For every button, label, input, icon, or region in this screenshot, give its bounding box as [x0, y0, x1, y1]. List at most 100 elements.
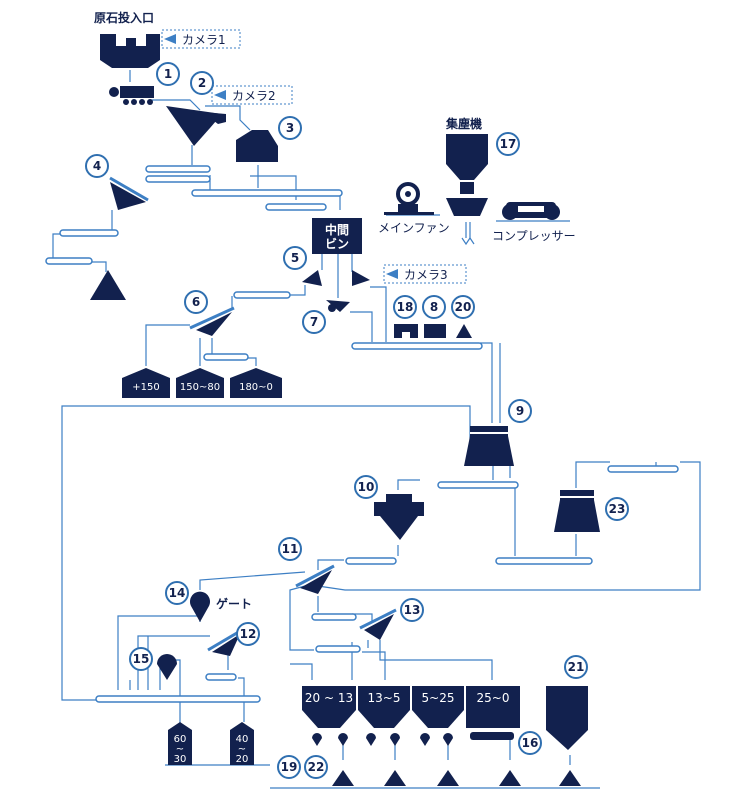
- crusher-7: [326, 300, 350, 312]
- conveyor-belt: [311, 613, 357, 621]
- product-pile-60-30: [168, 722, 192, 765]
- product-pile-180-0: [230, 368, 282, 398]
- product-label-180-0: 180~0: [239, 382, 273, 393]
- crusher-7-wheel: [328, 304, 336, 312]
- marker-2-text: 2: [198, 76, 206, 90]
- bin-5-25: [412, 686, 464, 728]
- feeder-16: [470, 732, 514, 740]
- marker-21: 21: [564, 655, 588, 679]
- camera-3-label: カメラ3: [404, 268, 448, 282]
- camera-1-label: カメラ1: [182, 33, 226, 47]
- marker-3-text: 3: [286, 121, 294, 135]
- marker-14-text: 14: [169, 586, 186, 600]
- conveyor-belt: [145, 165, 211, 173]
- conveyor-belt: [59, 229, 119, 237]
- compressor: [502, 202, 560, 220]
- screen-deck: [359, 608, 397, 630]
- marker-13: 13: [400, 598, 424, 622]
- marker-15-text: 15: [133, 652, 150, 666]
- crusher-23: [554, 490, 600, 532]
- discharge-gate: [443, 733, 453, 746]
- marker-16: 16: [518, 731, 542, 755]
- bin-25-0: [466, 686, 520, 728]
- screen-deck: [295, 564, 335, 588]
- marker-6-text: 6: [192, 295, 200, 309]
- marker-1-text: 1: [164, 67, 172, 81]
- marker-12-text: 12: [240, 627, 257, 641]
- gate-label: ゲート: [216, 596, 252, 611]
- camera-1-marker: カメラ1: [161, 29, 241, 49]
- pile-40-20-bot: 20: [236, 754, 249, 765]
- stockpile: [90, 270, 126, 300]
- marker-3: 3: [278, 116, 302, 140]
- crusher-23-band: [560, 496, 594, 498]
- marker-23-text: 23: [609, 502, 626, 516]
- bin-13-5: [358, 686, 410, 728]
- screen-deck: [109, 176, 149, 202]
- marker-2: 2: [190, 71, 214, 95]
- product-pile-40-20: [230, 722, 254, 765]
- camera-2-marker: カメラ2: [211, 85, 293, 105]
- conveyor-belt: [437, 481, 519, 489]
- conveyor-belt: [607, 465, 679, 473]
- screen-12: [212, 634, 240, 656]
- marker-20: 20: [451, 295, 475, 319]
- marker-22-text: 22: [308, 760, 325, 774]
- screen-11: [300, 570, 332, 594]
- output-pile: [384, 770, 406, 786]
- marker-4-text: 4: [93, 159, 101, 173]
- pile-60-30-bot: 30: [174, 754, 187, 765]
- conveyor-belt: [95, 695, 261, 703]
- conveyor-belt: [145, 175, 211, 183]
- screen-deck: [189, 306, 235, 330]
- raw-stone-hopper: [100, 34, 160, 68]
- marker-1: 1: [156, 62, 180, 86]
- marker-19-text: 19: [281, 760, 298, 774]
- conveyor-belt: [205, 673, 237, 681]
- conveyor-belt: [315, 645, 361, 653]
- discharge-gate: [338, 733, 348, 746]
- conveyor-belt: [191, 189, 343, 197]
- marker-10-text: 10: [358, 480, 375, 494]
- crusher-feed-chute: [202, 112, 226, 124]
- screen-4: [110, 182, 146, 210]
- product-pile-150-80: [176, 368, 224, 398]
- marker-4: 4: [85, 154, 109, 178]
- marker-23: 23: [605, 497, 629, 521]
- intermediate-bin-label-1: 中間: [325, 222, 349, 237]
- bin-label-13-5: 13~5: [368, 691, 401, 705]
- product-label-150: +150: [132, 382, 159, 393]
- bin-20-13: [302, 686, 356, 728]
- marker-18: 18: [393, 295, 417, 319]
- discharge-gate: [390, 733, 400, 746]
- marker-13-text: 13: [404, 603, 421, 617]
- marker-7-text: 7: [310, 315, 318, 329]
- pile-40-20-top: 40: [236, 734, 249, 745]
- conveyor-belt: [495, 557, 593, 565]
- marker-11: 11: [278, 537, 302, 561]
- marker-8: 8: [422, 295, 446, 319]
- marker-22: 22: [304, 755, 328, 779]
- marker-11-text: 11: [282, 542, 299, 556]
- pile-60-30-top: 60: [174, 734, 187, 745]
- intermediate-bin-label-2: ビン: [325, 236, 349, 251]
- feeder-5b: [352, 270, 370, 286]
- primary-jaw-crusher: [166, 106, 222, 146]
- screen-6: [196, 312, 232, 336]
- marker-17-text: 17: [500, 137, 517, 151]
- marker-10: 10: [354, 475, 378, 499]
- screen-13: [364, 614, 394, 640]
- main-fan-label: メインファン: [378, 221, 450, 235]
- output-pile: [437, 770, 459, 786]
- pile-40-20-mid: ~: [238, 744, 246, 755]
- marker-21-text: 21: [568, 660, 585, 674]
- marker-17: 17: [496, 132, 520, 156]
- conveyor-belt: [45, 257, 93, 265]
- conveyor-belt: [203, 353, 249, 361]
- marker-5-text: 5: [291, 251, 299, 265]
- output-pile: [332, 770, 354, 786]
- dust-collector: [446, 134, 488, 216]
- feeder-5a: [302, 270, 322, 286]
- conveyors: [45, 165, 679, 703]
